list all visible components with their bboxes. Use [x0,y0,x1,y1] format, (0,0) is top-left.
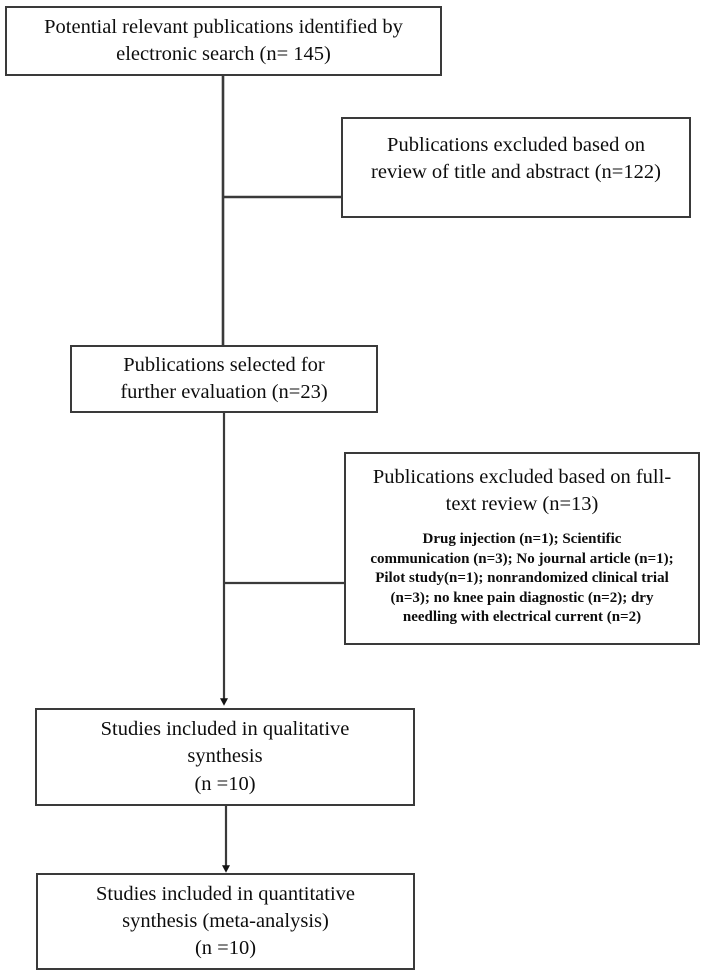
box-identified: Potential relevant publications identifi… [5,6,442,76]
box-excluded-full-text-reasons: Drug injection (n=1); Scientific communi… [370,531,674,626]
box-identified-text: Potential relevant publications identifi… [44,15,403,65]
box-excluded-title-abstract: Publications excluded based on review of… [341,117,691,218]
box-qualitative-synthesis: Studies included in qualitative synthesi… [35,708,415,806]
box-selected-further-evaluation: Publications selected for further evalua… [70,345,378,413]
box-excluded-full-text-heading: Publications excluded based on full- tex… [372,466,672,516]
box-excluded-full-text: Publications excluded based on full- tex… [344,452,700,645]
box-quantitative-synthesis-text: Studies included in quantitative synthes… [95,882,356,960]
box-qualitative-synthesis-text: Studies included in qualitative synthesi… [100,718,350,795]
box-selected-further-evaluation-text: Publications selected for further evalua… [120,353,328,403]
box-excluded-title-abstract-text: Publications excluded based on review of… [371,134,661,184]
box-quantitative-synthesis: Studies included in quantitative synthes… [36,873,415,970]
